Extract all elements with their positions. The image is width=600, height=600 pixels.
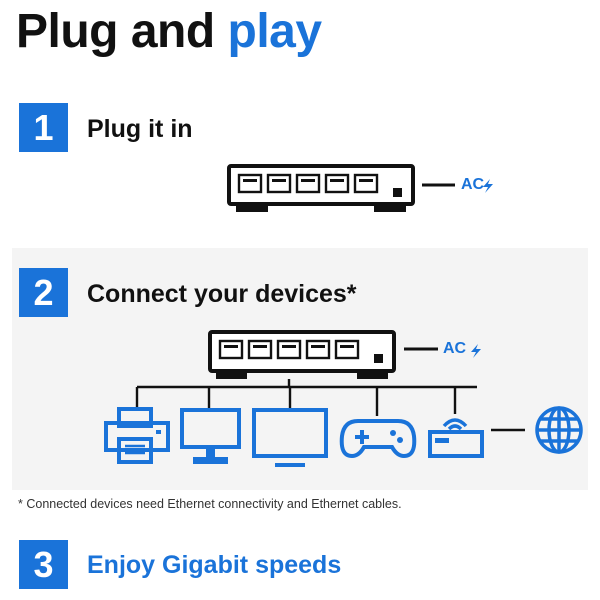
title-main: Plug and bbox=[16, 5, 215, 58]
title-accent: play bbox=[227, 5, 323, 58]
page-title: Plug and play bbox=[16, 2, 322, 62]
power-label-2: AC bbox=[443, 340, 467, 357]
printer-icon bbox=[104, 407, 170, 464]
monitor-icon bbox=[252, 408, 328, 467]
step-2-label: Connect your devices* bbox=[87, 280, 357, 308]
step-3-label: Enjoy Gigabit speeds bbox=[87, 551, 342, 579]
desktop-computer-icon bbox=[180, 408, 241, 464]
gamepad-icon bbox=[339, 419, 417, 459]
lightning-bolt-icon bbox=[483, 179, 493, 193]
lightning-bolt-icon bbox=[471, 344, 481, 358]
globe-icon bbox=[535, 406, 583, 454]
network-diagram bbox=[104, 330, 583, 467]
switch-icon-step-2 bbox=[208, 330, 481, 379]
step-1-label: Plug it in bbox=[87, 115, 193, 143]
switch-icon-step-1 bbox=[227, 164, 493, 212]
footnote: * Connected devices need Ethernet connec… bbox=[18, 497, 402, 511]
power-label-1: AC bbox=[461, 176, 485, 193]
wifi-router-icon bbox=[428, 418, 484, 458]
step-1-number: 1 bbox=[19, 103, 68, 152]
step-2-number: 2 bbox=[19, 268, 68, 317]
step-3-number: 3 bbox=[19, 540, 68, 589]
